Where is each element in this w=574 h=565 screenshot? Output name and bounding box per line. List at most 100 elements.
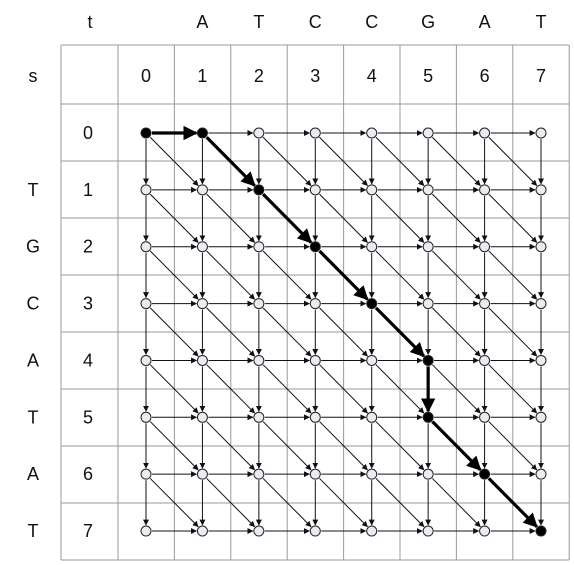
diagonal-edge xyxy=(206,250,256,300)
row-index: 1 xyxy=(83,180,93,200)
grid-node xyxy=(366,354,378,366)
grid-node xyxy=(140,241,152,253)
grid-node xyxy=(366,468,378,480)
grid-node xyxy=(535,468,547,480)
diagonal-edge xyxy=(375,364,425,414)
diagonal-edge xyxy=(149,250,199,300)
grid-node xyxy=(535,127,547,139)
diagonal-edge xyxy=(432,136,481,187)
diagonal-edge xyxy=(432,478,481,528)
grid-node xyxy=(196,298,208,310)
graph-edges xyxy=(143,130,545,535)
column-index: 0 xyxy=(141,66,151,86)
grid-node xyxy=(253,127,265,139)
grid-node xyxy=(309,127,321,139)
grid-node xyxy=(140,525,152,537)
grid-node xyxy=(422,298,434,310)
s-sequence-letter: T xyxy=(28,521,39,541)
column-index: 7 xyxy=(536,66,546,86)
grid-node xyxy=(366,525,378,537)
diagonal-edge xyxy=(149,478,199,528)
path-edge xyxy=(318,249,369,301)
grid-node xyxy=(309,184,321,196)
diagonal-edge xyxy=(375,136,425,187)
grid-node xyxy=(479,298,491,310)
path-node xyxy=(253,184,265,196)
s-sequence-letter: C xyxy=(27,294,40,314)
diagonal-edge xyxy=(319,421,368,471)
path-node xyxy=(196,127,208,139)
path-node xyxy=(422,411,434,423)
diagonal-edge xyxy=(432,193,481,243)
grid-node xyxy=(479,127,491,139)
path-node xyxy=(535,525,547,537)
grid-node xyxy=(479,525,491,537)
diagonal-edge xyxy=(488,193,538,243)
path-edge xyxy=(205,136,256,187)
row-index: 0 xyxy=(83,123,93,143)
grid-node xyxy=(309,468,321,480)
grid-node xyxy=(140,298,152,310)
grid-node xyxy=(140,411,152,423)
grid-node xyxy=(196,468,208,480)
diagonal-edge xyxy=(262,307,312,357)
grid-node xyxy=(366,411,378,423)
column-index: 1 xyxy=(197,66,207,86)
diagonal-edge xyxy=(488,364,538,414)
diagonal-edge xyxy=(206,478,256,528)
grid-node xyxy=(253,468,265,480)
diagonal-edge xyxy=(262,478,312,528)
path-edge xyxy=(431,420,482,472)
grid-node xyxy=(366,241,378,253)
s-sequence-letter: A xyxy=(27,350,39,370)
diagonal-edge xyxy=(149,364,199,414)
diagonal-edge xyxy=(262,364,312,414)
diagonal-edge xyxy=(149,136,199,187)
path-node xyxy=(309,241,321,253)
grid-node xyxy=(479,241,491,253)
path-node xyxy=(422,354,434,366)
grid-node xyxy=(253,411,265,423)
grid-node xyxy=(422,525,434,537)
diagonal-edge xyxy=(149,307,199,357)
diagonal-edge xyxy=(262,421,312,471)
grid-node xyxy=(253,298,265,310)
s-header-label: s xyxy=(29,66,38,86)
diagonal-edge xyxy=(319,364,368,414)
path-edge xyxy=(261,192,313,244)
grid-node xyxy=(479,184,491,196)
diagonal-edge xyxy=(262,250,312,300)
grid-node xyxy=(422,184,434,196)
grid-node xyxy=(535,241,547,253)
t-sequence-letter: T xyxy=(253,12,264,32)
column-index: 3 xyxy=(310,66,320,86)
t-sequence-letter: A xyxy=(479,12,491,32)
grid-node xyxy=(196,241,208,253)
diagonal-edge xyxy=(488,421,538,471)
grid-node xyxy=(535,411,547,423)
diagonal-edge xyxy=(319,136,368,187)
s-sequence-letter: T xyxy=(28,180,39,200)
diagonal-edge xyxy=(375,193,425,243)
grid-node xyxy=(253,354,265,366)
alignment-path xyxy=(152,125,538,528)
grid-node xyxy=(422,468,434,480)
s-sequence-letter: A xyxy=(27,464,39,484)
grid-node xyxy=(309,298,321,310)
grid-node xyxy=(196,525,208,537)
diagonal-edge xyxy=(488,307,538,357)
diagonal-edge xyxy=(319,478,368,528)
grid-node xyxy=(140,468,152,480)
grid-node xyxy=(309,411,321,423)
path-node xyxy=(479,468,491,480)
grid-node xyxy=(196,411,208,423)
row-index: 3 xyxy=(83,294,93,314)
diagonal-edge xyxy=(375,478,425,528)
t-sequence-letter: A xyxy=(196,12,208,32)
grid-node xyxy=(535,184,547,196)
column-index: 2 xyxy=(254,66,264,86)
column-index: 6 xyxy=(480,66,490,86)
